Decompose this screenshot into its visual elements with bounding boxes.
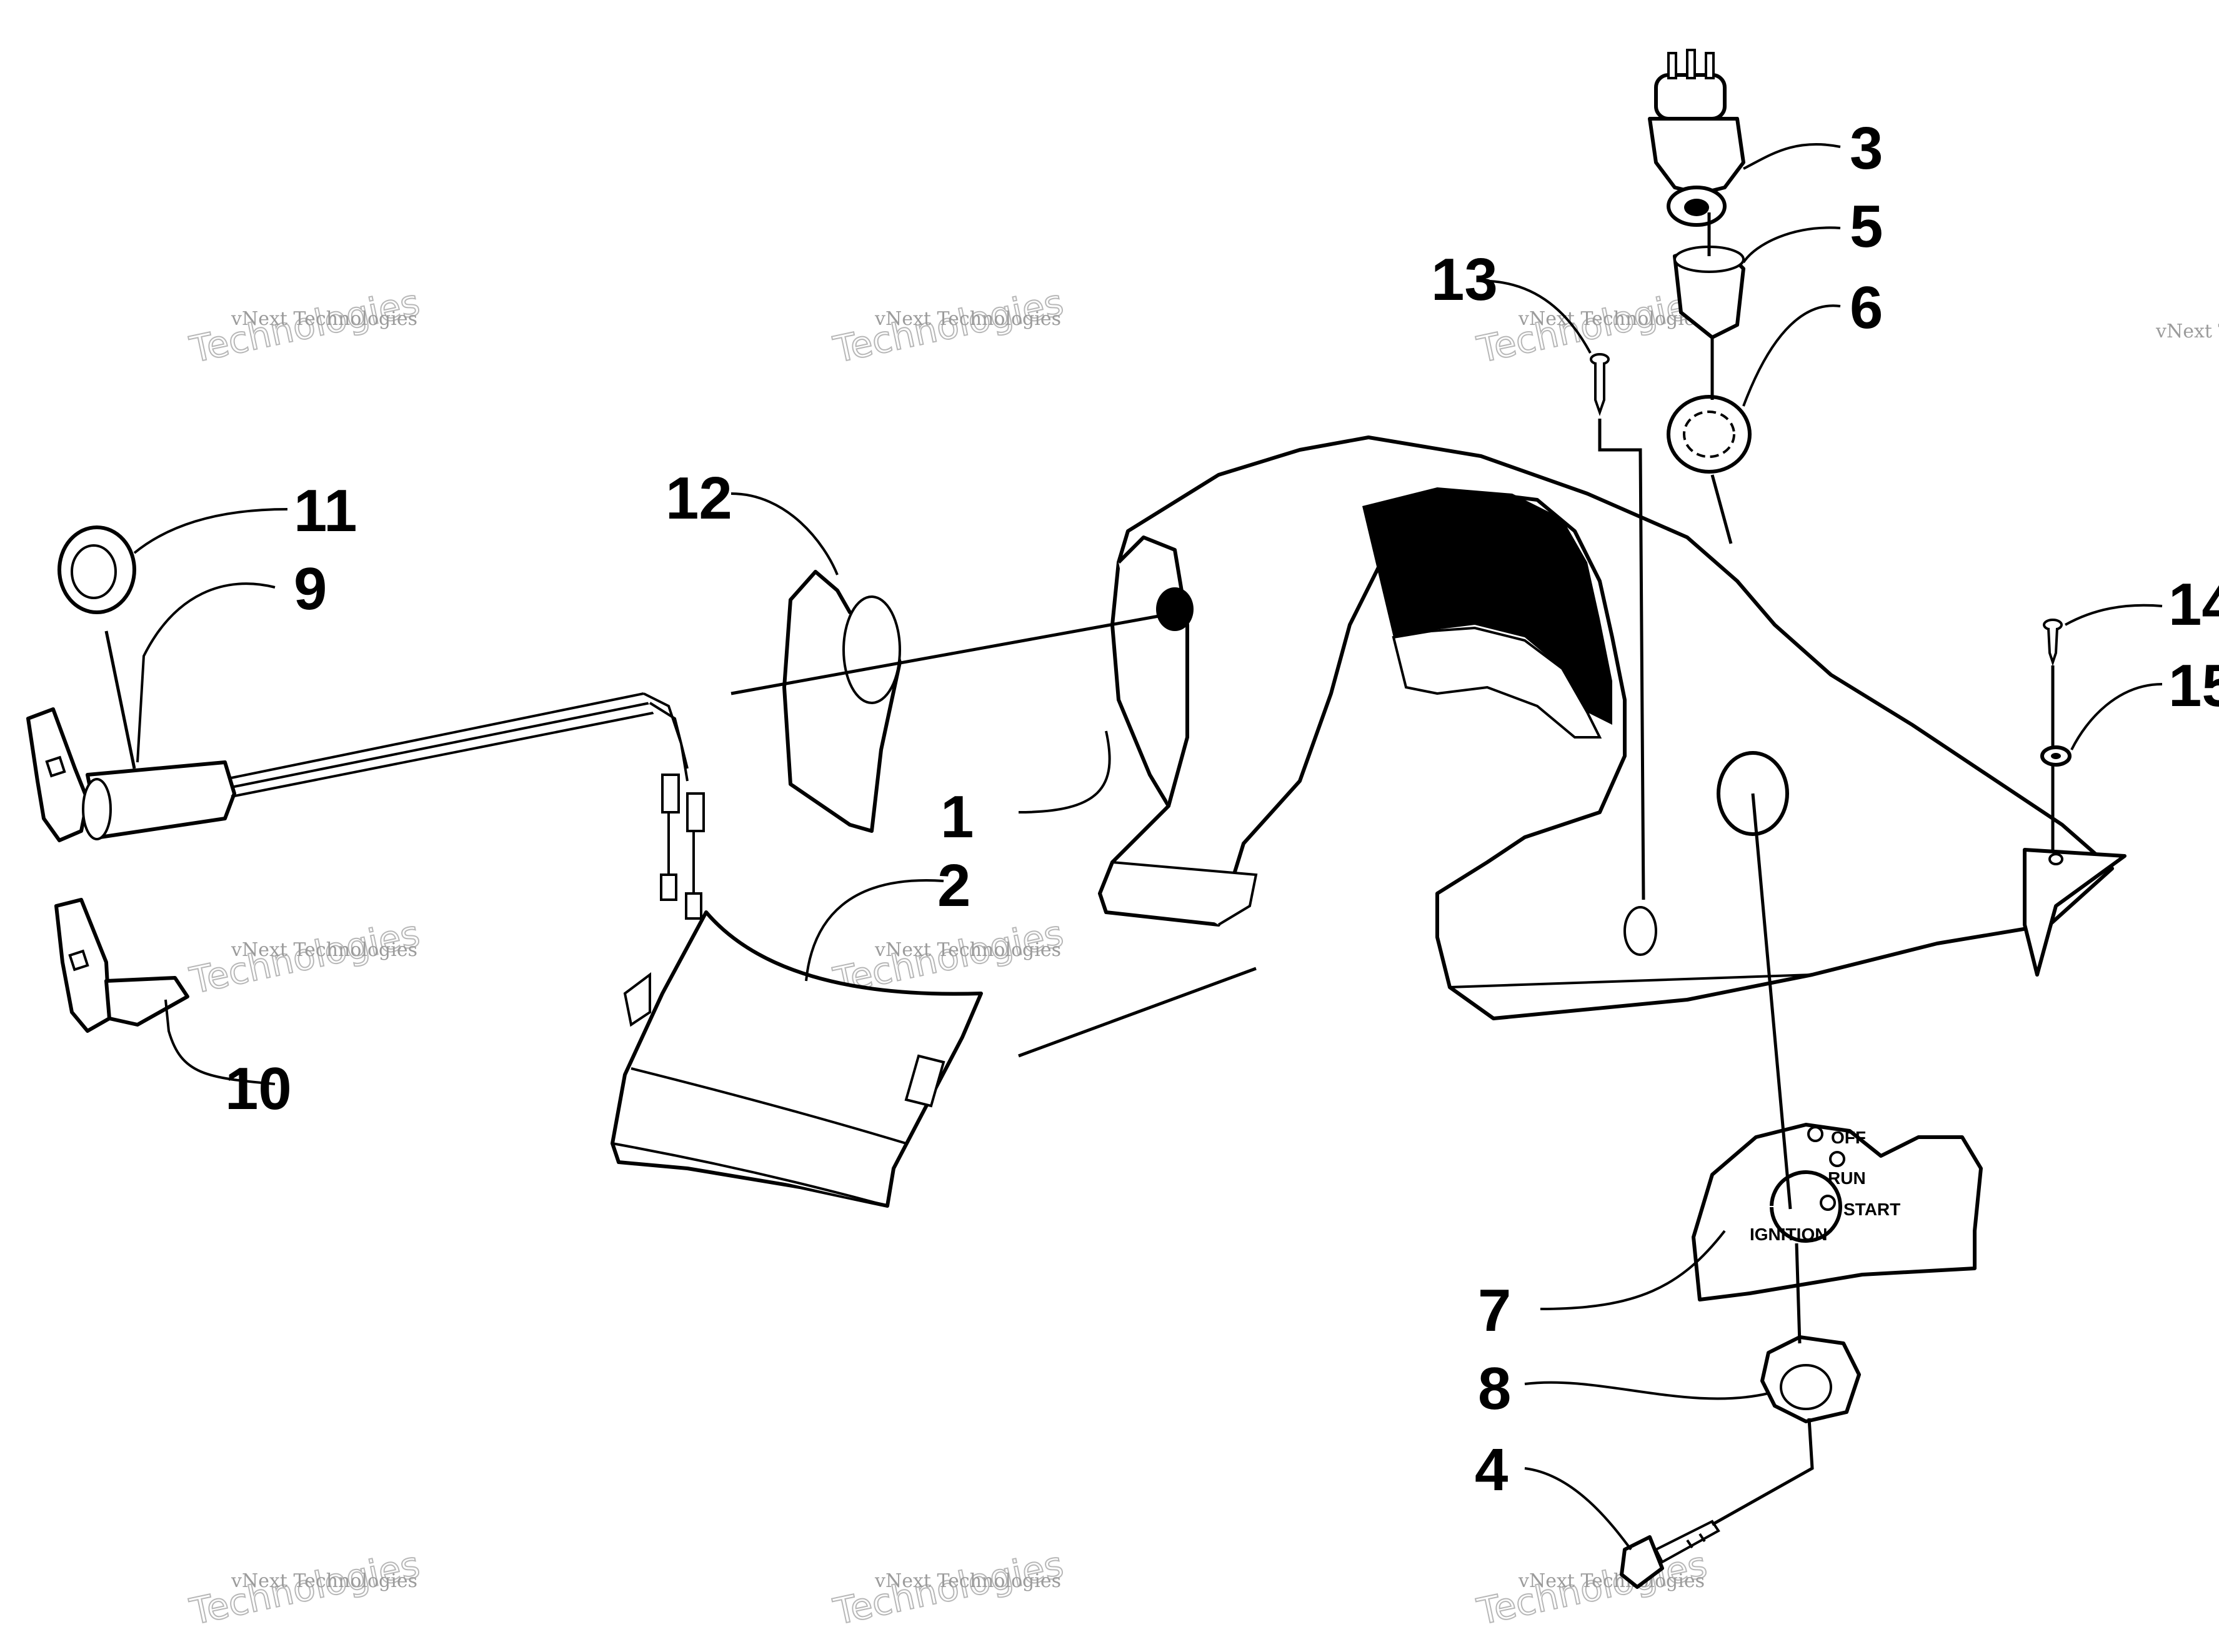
cover-panel-part-2 bbox=[611, 910, 983, 1208]
position-off-label: OFF bbox=[1831, 1128, 1866, 1147]
bushing-part-11 bbox=[57, 525, 136, 614]
callout-6: 6 bbox=[1850, 274, 1883, 341]
callout-9: 9 bbox=[294, 555, 327, 622]
position-run-label: RUN bbox=[1828, 1168, 1866, 1188]
callout-4: 4 bbox=[1475, 1436, 1508, 1503]
watermark-tile: vNext Technologies Technologies bbox=[186, 1543, 424, 1634]
callout-1: 1 bbox=[940, 784, 974, 850]
position-start-label: START bbox=[1843, 1200, 1900, 1219]
watermark-tile: vNext Technologies bbox=[2155, 321, 2219, 342]
lever-part-10 bbox=[54, 898, 189, 1033]
washer-part-15 bbox=[2040, 745, 2072, 767]
console-housing-part-1 bbox=[1098, 435, 2127, 1020]
watermark-text: vNext Technologies bbox=[231, 1570, 417, 1592]
screw-hole-right bbox=[2048, 853, 2063, 865]
watermark-logo-text: Technologies bbox=[186, 1543, 424, 1633]
screw-part-13 bbox=[1590, 353, 1610, 417]
housing-bore bbox=[1156, 587, 1194, 631]
decal-plate-part-12 bbox=[782, 570, 902, 833]
boot-part-5 bbox=[1673, 246, 1745, 339]
watermark-tile: vNext Technologies Technologies bbox=[1473, 1543, 1712, 1634]
callout-13: 13 bbox=[1431, 246, 1498, 313]
ignition-label: IGNITION bbox=[1750, 1225, 1827, 1244]
watermark-text: vNext Technologies bbox=[874, 939, 1061, 961]
watermark-logo-text: Technologies bbox=[830, 1543, 1067, 1633]
assembly-axes bbox=[104, 212, 2055, 1526]
watermark-text: vNext Technologies bbox=[2155, 321, 2219, 342]
screw-boss bbox=[1623, 906, 1657, 956]
watermark-logo-text: Technologies bbox=[830, 281, 1067, 371]
callout-15: 15 bbox=[2168, 652, 2219, 719]
key-part-4 bbox=[1620, 1520, 1720, 1589]
watermark-logo-text: Technologies bbox=[186, 912, 424, 1002]
callout-10: 10 bbox=[225, 1055, 292, 1122]
watermark-tile: vNext Technologies Technologies bbox=[186, 281, 424, 372]
callout-12: 12 bbox=[666, 465, 732, 532]
watermark-text: vNext Technologies bbox=[1518, 308, 1705, 330]
throttle-assembly-part-9 bbox=[26, 692, 705, 920]
callout-leaders bbox=[133, 143, 2163, 1551]
nut-part-8 bbox=[1760, 1335, 1861, 1423]
ignition-plate-part-7: OFF RUN START IGNITION bbox=[1692, 1123, 1983, 1301]
ignition-switch-part-3 bbox=[1648, 49, 1745, 227]
callout-3: 3 bbox=[1850, 115, 1883, 182]
callout-2: 2 bbox=[937, 852, 970, 919]
callout-11: 11 bbox=[294, 477, 357, 544]
callout-7: 7 bbox=[1478, 1277, 1511, 1344]
callout-5: 5 bbox=[1850, 193, 1883, 260]
watermark-text: vNext Technologies bbox=[231, 939, 417, 961]
callout-8: 8 bbox=[1478, 1355, 1511, 1422]
watermark-tile: vNext Technologies Technologies bbox=[829, 1543, 1068, 1634]
watermark-logo-text: Technologies bbox=[1474, 1543, 1711, 1633]
watermark-text: vNext Technologies bbox=[231, 308, 417, 330]
watermark-text: vNext Technologies bbox=[1518, 1570, 1705, 1592]
callout-14: 14 bbox=[2168, 571, 2219, 638]
watermark-logo-text: Technologies bbox=[186, 281, 424, 371]
watermark-text: vNext Technologies bbox=[874, 308, 1061, 330]
watermark-tile: vNext Technologies Technologies bbox=[186, 912, 424, 1003]
screw-part-14 bbox=[2043, 619, 2063, 667]
watermark-text: vNext Technologies bbox=[874, 1570, 1061, 1592]
callout-numbers: 1 2 3 4 5 6 7 8 9 10 11 12 13 14 15 bbox=[225, 115, 2219, 1503]
lock-washer-part-6 bbox=[1667, 395, 1752, 474]
watermark-tile: vNext Technologies Technologies bbox=[829, 281, 1068, 372]
